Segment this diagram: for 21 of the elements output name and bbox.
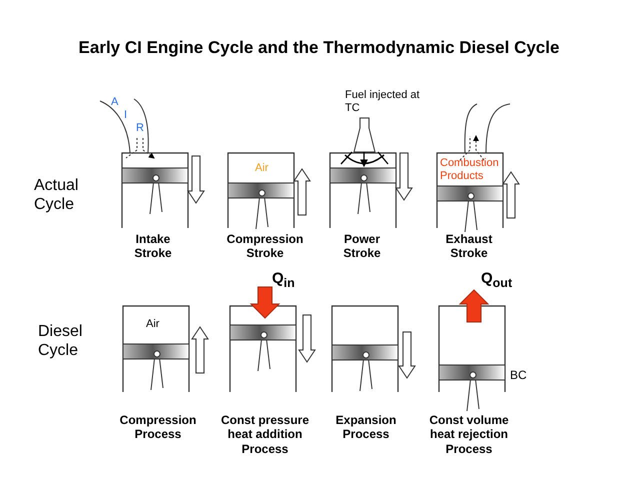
part-label: R <box>136 122 144 136</box>
stroke-label: Intake Stroke <box>133 232 173 261</box>
part-label: A <box>111 96 118 110</box>
title: Early CI Engine Cycle and the Thermodynamic Diesel Cycle <box>78 38 560 58</box>
process-label: Const volume heat rejection Process <box>428 413 510 456</box>
stroke-label: Power Stroke <box>342 232 382 261</box>
heat-label: Q$_{in}$ <box>272 270 295 291</box>
row-label: Actual Cycle <box>34 176 80 214</box>
part-label: Air <box>146 318 160 332</box>
process-label: Compression Process <box>118 413 198 442</box>
row-label: Diesel Cycle <box>38 322 84 360</box>
heat-label: Q$_{out}$ <box>481 270 512 291</box>
part-label: Combustion Products <box>440 157 500 184</box>
stroke-label: Exhaust Stroke <box>444 232 494 261</box>
part-label: BC <box>510 368 527 382</box>
process-label: Expansion Process <box>334 413 398 442</box>
part-label: I <box>124 109 128 122</box>
note-label: Fuel injected at TC <box>345 89 421 116</box>
process-label: Const pressure heat addition Process <box>220 413 310 456</box>
part-label: Air <box>255 162 268 176</box>
stroke-label: Compression Stroke <box>226 232 304 261</box>
